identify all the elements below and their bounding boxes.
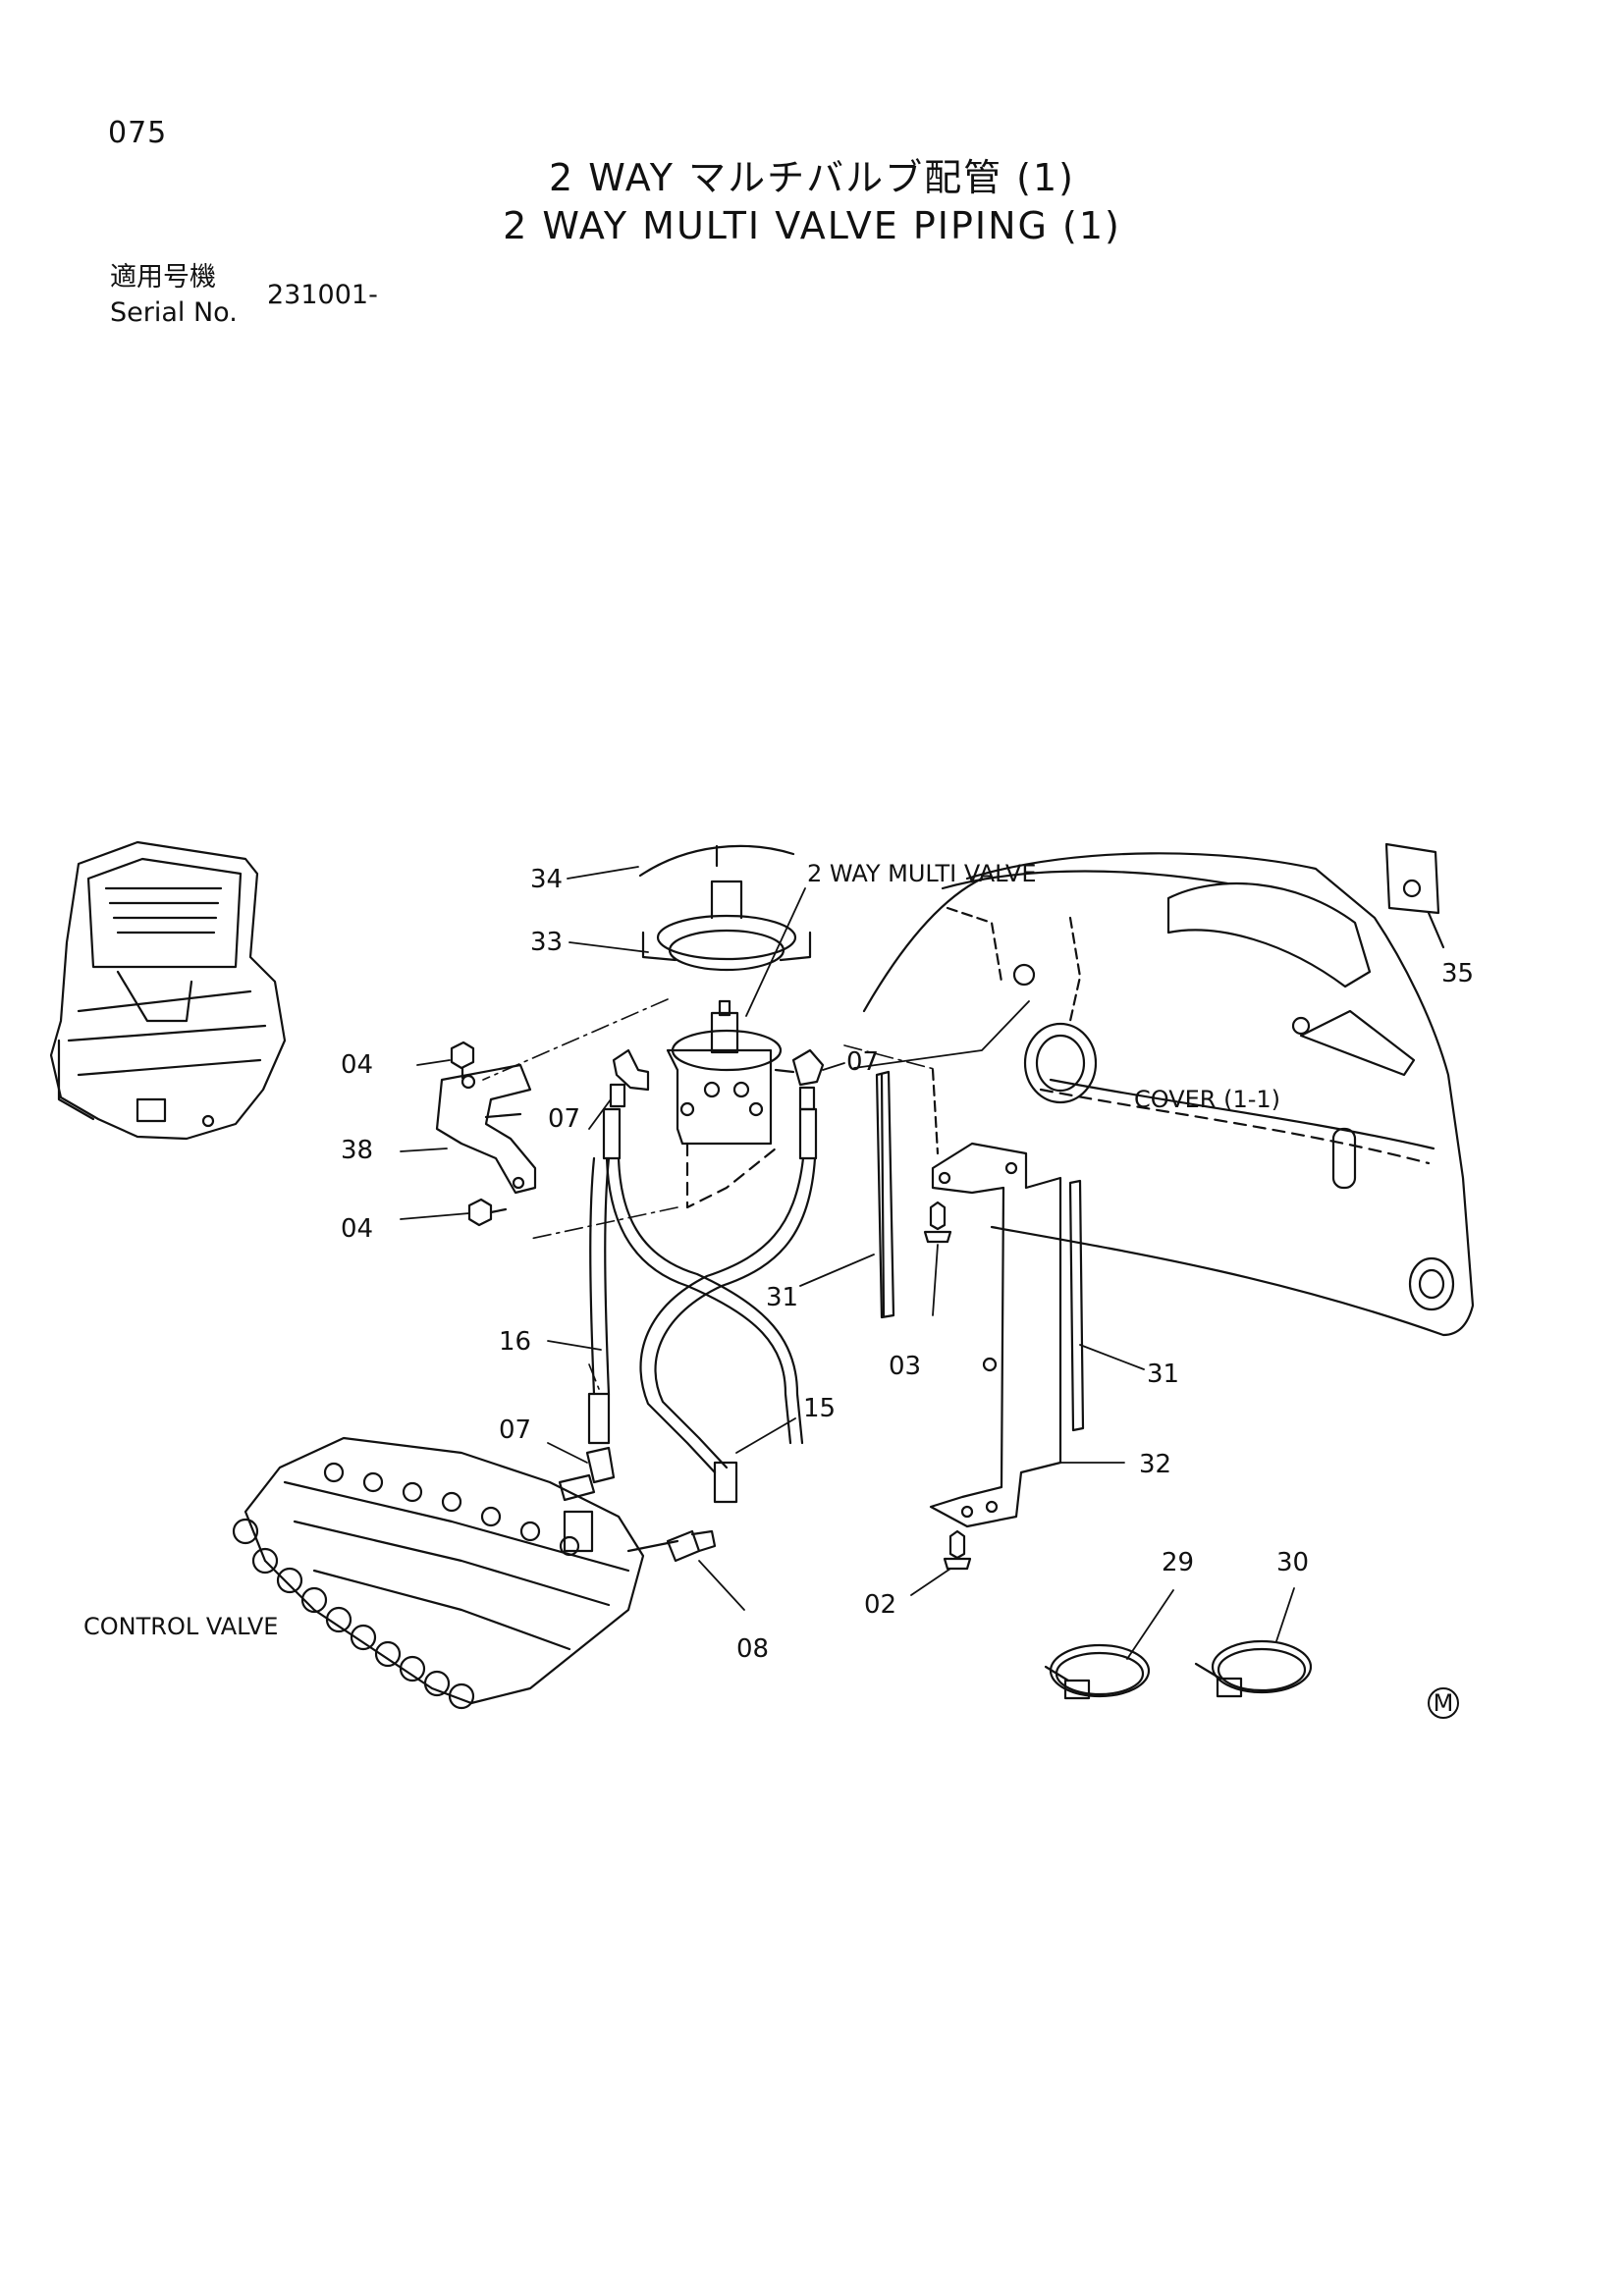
part-31-strip-right (1068, 1179, 1085, 1432)
serial-label-english: Serial No. (110, 297, 238, 328)
part-33-band (641, 880, 812, 972)
part-07-elbow-right (774, 1048, 825, 1111)
part-16-hose (587, 1107, 804, 1445)
part-15-hose (639, 1107, 818, 1504)
control-valve-assembly (232, 1436, 679, 1710)
leader-lines (400, 866, 1295, 1660)
serial-number: 231001- (267, 280, 378, 310)
callout-03: 03 (889, 1352, 921, 1381)
part-07-elbow-control (558, 1446, 616, 1502)
serial-label-japanese: 適用号機 (110, 262, 216, 293)
part-38-bracket (435, 1063, 537, 1195)
part-35-plate (1384, 842, 1445, 949)
callout-16: 16 (499, 1327, 531, 1357)
callout-31-right: 31 (1147, 1360, 1179, 1389)
cover-panel (862, 852, 1475, 1337)
m-mark-letter: M (1434, 1689, 1454, 1717)
page-title-english: 2 WAY MULTI VALVE PIPING (1) (503, 204, 1121, 247)
label-control-valve: CONTROL VALVE (83, 1613, 278, 1640)
part-31-strip-left (875, 1070, 895, 1319)
callout-33: 33 (530, 928, 563, 957)
multi-valve-body (666, 999, 783, 1209)
alignment-lines (482, 998, 939, 1395)
callout-08: 08 (736, 1634, 769, 1664)
callout-07-control: 07 (499, 1415, 531, 1445)
callout-32: 32 (1139, 1450, 1171, 1479)
part-30-cable-tie (1194, 1639, 1313, 1698)
part-02-bolt (943, 1529, 972, 1571)
page-number: 075 (108, 116, 168, 150)
part-32-bracket (929, 1068, 1062, 1528)
part-08-fitting (666, 1529, 717, 1563)
m-mark: M (1428, 1687, 1459, 1719)
callout-34: 34 (530, 865, 563, 894)
callout-15: 15 (803, 1394, 836, 1423)
callout-07-left: 07 (548, 1104, 580, 1134)
callout-07-right: 07 (846, 1047, 879, 1077)
serial-label: 適用号機 Serial No. (110, 260, 238, 331)
part-34-cover (638, 844, 795, 878)
parts-diagram: M 34 33 04 07 07 38 04 31 03 16 31 07 15… (49, 840, 1475, 1719)
label-2-way-multi-valve: 2 WAY MULTI VALVE (807, 860, 1036, 887)
label-cover: COVER (1-1) (1134, 1086, 1280, 1113)
part-29-cable-tie (1044, 1643, 1151, 1700)
part-07-elbow-left (609, 1048, 650, 1108)
callout-29: 29 (1162, 1548, 1194, 1577)
callout-38: 38 (341, 1136, 373, 1165)
callout-02: 02 (864, 1590, 896, 1620)
callout-30: 30 (1276, 1548, 1309, 1577)
callout-31-left: 31 (766, 1283, 798, 1312)
excavator-thumbnail (49, 840, 287, 1141)
part-04-bolt-upper (450, 1041, 475, 1080)
part-04-bolt-lower (467, 1198, 508, 1227)
part-03-bolt (923, 1201, 952, 1244)
callout-04-upper: 04 (341, 1050, 373, 1080)
callout-04-lower: 04 (341, 1214, 373, 1244)
callout-35: 35 (1441, 959, 1474, 988)
page-title-japanese: 2 WAY マルチバルブ配管 (1) (549, 156, 1075, 199)
